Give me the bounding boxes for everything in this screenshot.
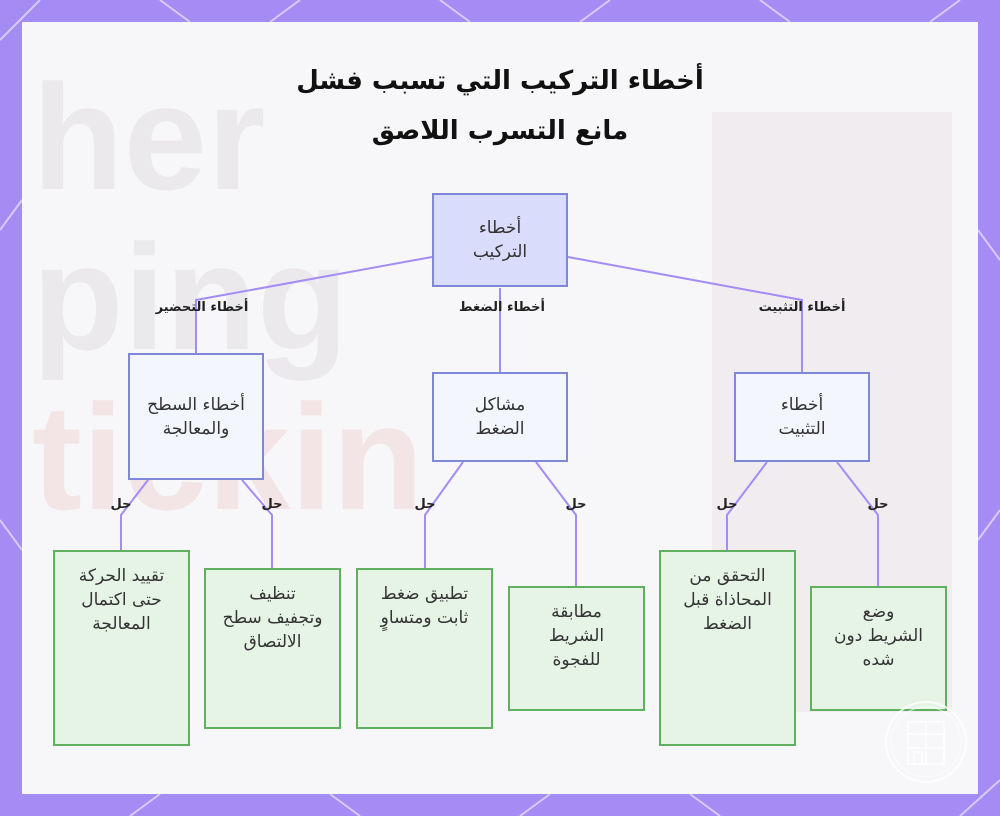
edge-pressure-match [535,461,577,586]
edge-label-solution: حل [716,497,738,512]
leaf-restrict-movement: تقييد الحركة حتى اكتمال المعالجة [53,550,190,746]
edge-root-fixing [567,256,803,372]
edge-label-press: أخطاء الضغط [459,300,545,315]
leaf-match-tape-label: مطابقة الشريط للفجوة [548,602,605,670]
edge-label-fix: أخطاء التثبيت [758,300,846,315]
root-node: أخطاء التركيب [432,193,568,287]
leaf-match-tape: مطابقة الشريط للفجوة [508,586,645,711]
leaf-restrict-movement-label: تقييد الحركة حتى اكتمال المعالجة [78,566,165,634]
diagram-title-line-1: أخطاء التركيب التي تسبب فشل [296,66,704,96]
edge-label-solution: حل [261,497,283,512]
edge-label-solution: حل [414,497,436,512]
root-node-label: أخطاء التركيب [472,218,528,262]
edge-label-prep: أخطاء التحضير [155,300,249,315]
surface-errors-node: أخطاء السطح والمعالجة [128,353,264,480]
edge-label-solution: حل [565,497,587,512]
building-logo-icon [885,701,967,783]
edge-label-solution: حل [867,497,889,512]
fixing-errors-label: أخطاء التثبيت [778,395,826,439]
edge-surface-clean [241,479,273,568]
pressure-problems-label: مشاكل الضغط [474,395,526,439]
edge-root-surface [195,256,433,353]
background-watermark-text: her [32,53,266,221]
background-watermark-text: ping [32,213,349,381]
edge-pressure-apply [424,461,464,568]
surface-errors-label: أخطاء السطح والمعالجة [147,394,245,439]
edge-label-solution: حل [110,497,132,512]
edge-fixing-place [836,461,879,586]
leaf-apply-pressure: تطبيق ضغط ثابت ومتساوٍ [356,568,493,729]
pressure-problems-node: مشاكل الضغط [432,372,568,462]
diagram-title-line-2: مانع التسرب اللاصق [371,116,629,146]
leaf-verify-alignment-label: التحقق من المحاذاة قبل الضغط [683,566,772,634]
leaf-verify-alignment: التحقق من المحاذاة قبل الضغط [659,550,796,746]
leaf-clean-surface-label: تنظيف وتجفيف سطح الالتصاق [222,584,323,652]
edge-fixing-verify [726,461,768,550]
leaf-place-tape: وضع الشريط دون شده [810,586,947,711]
fixing-errors-node: أخطاء التثبيت [734,372,870,462]
edge-surface-restrict [120,479,149,550]
leaf-apply-pressure-label: تطبيق ضغط ثابت ومتساوٍ [380,584,469,628]
leaf-clean-surface: تنظيف وتجفيف سطح الالتصاق [204,568,341,729]
leaf-place-tape-label: وضع الشريط دون شده [834,602,923,670]
